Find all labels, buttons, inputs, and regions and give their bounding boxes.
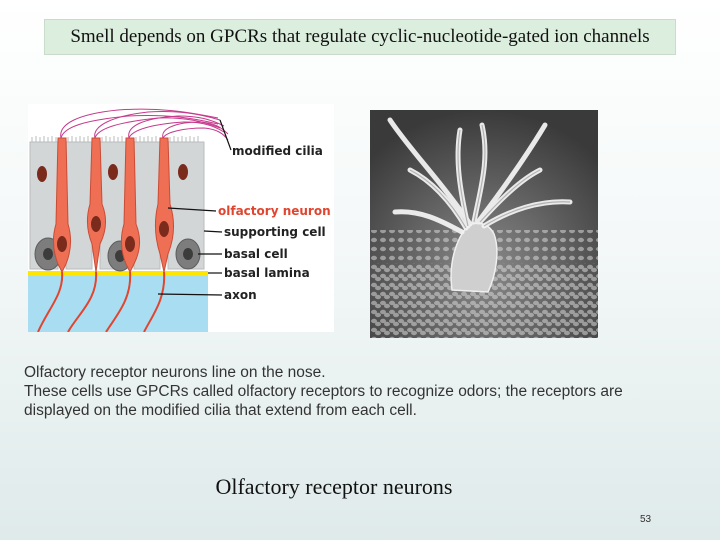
cilia (60, 108, 229, 141)
electron-micrograph (370, 110, 598, 338)
slide-subtitle: Olfactory receptor neurons (215, 474, 453, 499)
caption-line: These cells use GPCRs called olfactory r… (24, 383, 623, 400)
label-basal-lamina: basal lamina (224, 266, 310, 280)
basal-lamina-band (28, 271, 208, 276)
axon-layer (28, 274, 208, 332)
olfactory-neurons (52, 137, 174, 274)
slide-title: Smell depends on GPCRs that regulate cyc… (44, 19, 676, 55)
label-modified-cilia: modified cilia (232, 144, 323, 158)
axons (37, 271, 166, 333)
label-olfactory-neuron: olfactory neuron (218, 204, 331, 218)
caption: Olfactory receptor neurons line on the n… (24, 363, 684, 420)
label-basal-cell: basal cell (224, 247, 288, 261)
label-axon: axon (224, 288, 257, 302)
caption-line: Olfactory receptor neurons line on the n… (24, 364, 326, 381)
olfactory-epithelium-diagram: modified cilia olfactory neuron supporti… (28, 104, 334, 333)
caption-line: displayed on the modified cilia that ext… (24, 402, 417, 419)
label-supporting-cell: supporting cell (224, 225, 326, 239)
page-number: 53 (640, 514, 652, 525)
